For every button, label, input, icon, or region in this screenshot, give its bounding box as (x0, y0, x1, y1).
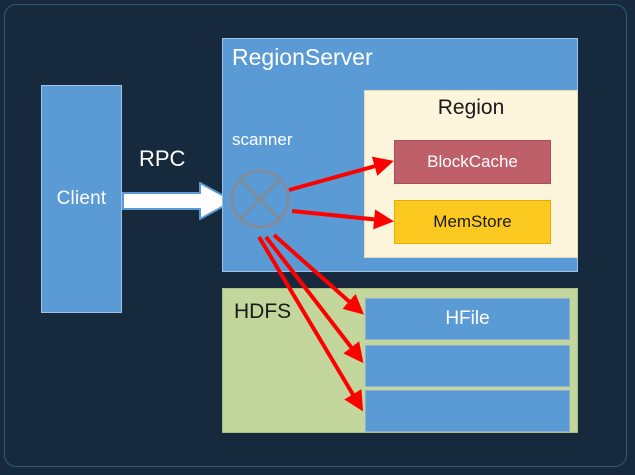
blockcache-box[interactable]: BlockCache (394, 140, 551, 184)
rpc-label: RPC (139, 146, 186, 171)
hfile-box-3[interactable] (365, 390, 570, 432)
hfile-box-2[interactable] (365, 345, 570, 387)
client-label: Client (56, 188, 107, 209)
hfile-label-1: HFile (445, 308, 490, 329)
scanner-label: scanner (232, 130, 293, 149)
region-title: Region (437, 96, 505, 119)
hfile-box-1[interactable]: HFile (365, 298, 570, 340)
client-box[interactable]: Client (41, 85, 122, 313)
memstore-box[interactable]: MemStore (394, 200, 551, 244)
memstore-label: MemStore (433, 212, 512, 231)
scanner-node-icon[interactable] (230, 169, 290, 229)
blockcache-label: BlockCache (427, 152, 518, 171)
hdfs-title: HDFS (234, 300, 292, 323)
rpc-arrow-icon (122, 182, 235, 220)
regionserver-title: RegionServer (232, 44, 373, 70)
